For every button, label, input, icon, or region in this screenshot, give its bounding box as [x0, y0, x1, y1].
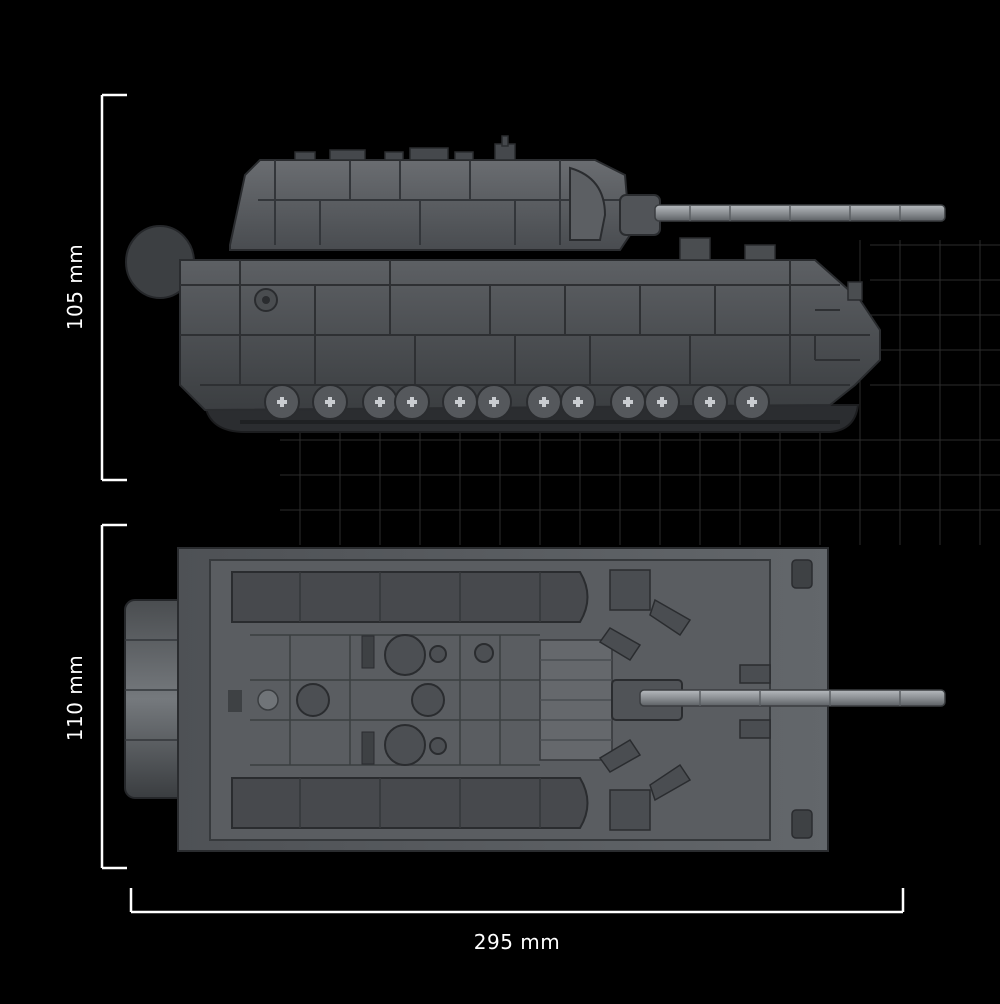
tank-top-view — [124, 547, 946, 852]
width-dimension-bracket — [100, 523, 127, 870]
height-dimension-bracket — [100, 93, 127, 482]
length-dimension-bracket — [129, 888, 905, 914]
tank-side-view — [125, 135, 946, 433]
dimension-lines — [100, 93, 905, 914]
length-dimension-label: 295 mm — [473, 930, 561, 954]
height-dimension-label: 105 mm — [63, 243, 87, 331]
measurement-grid — [280, 240, 1000, 545]
width-dimension-label: 110 mm — [63, 654, 87, 742]
